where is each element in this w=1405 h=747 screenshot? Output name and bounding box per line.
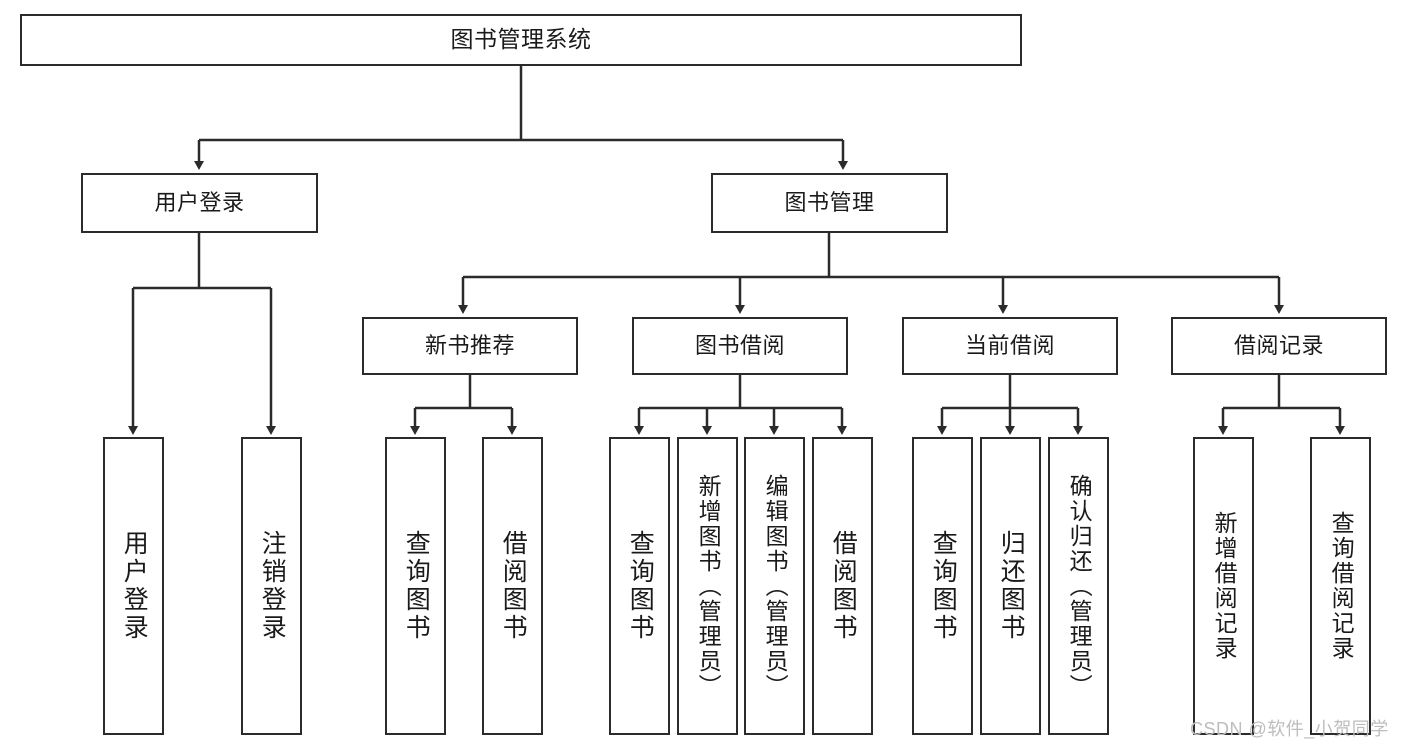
node-borrow-record-label: 借阅记录 [1233,332,1324,358]
node-user-login[interactable]: 用户登录 [81,173,318,233]
node-leaf-confirm-return[interactable]: 确认归还（管理员） [1048,437,1109,735]
node-current-borrow-label: 当前借阅 [964,332,1055,358]
node-borrow-record[interactable]: 借阅记录 [1171,317,1387,375]
node-leaf-borrow-book-1[interactable]: 借阅图书 [482,437,543,735]
node-leaf-query-book-1[interactable]: 查询图书 [385,437,446,735]
node-root[interactable]: 图书管理系统 [20,14,1022,66]
node-leaf-query-record[interactable]: 查询借阅记录 [1310,437,1371,735]
node-leaf-add-book-label: 新增图书（管理员） [695,473,722,699]
node-book-manage[interactable]: 图书管理 [711,173,948,233]
node-leaf-query-book-1-label: 查询图书 [402,530,431,642]
node-leaf-edit-book[interactable]: 编辑图书（管理员） [744,437,805,735]
node-leaf-user-logout-label: 注销登录 [258,530,287,642]
node-leaf-add-book[interactable]: 新增图书（管理员） [677,437,738,735]
node-leaf-add-record-label: 新增借阅记录 [1211,511,1238,661]
node-leaf-borrow-book-2-label: 借阅图书 [829,530,858,642]
watermark-csdn: CSDN @软件_小贺同学 [1190,719,1389,739]
node-new-book-recommend-label: 新书推荐 [424,332,515,358]
node-leaf-return-book[interactable]: 归还图书 [980,437,1041,735]
node-leaf-confirm-return-label: 确认归还（管理员） [1066,473,1093,699]
node-leaf-borrow-book-2[interactable]: 借阅图书 [812,437,873,735]
node-leaf-query-book-3[interactable]: 查询图书 [912,437,973,735]
node-root-label: 图书管理系统 [450,26,592,53]
node-leaf-edit-book-label: 编辑图书（管理员） [762,473,789,699]
node-leaf-query-record-label: 查询借阅记录 [1328,511,1355,661]
node-book-borrow-label: 图书借阅 [694,332,785,358]
node-leaf-add-record[interactable]: 新增借阅记录 [1193,437,1254,735]
node-leaf-return-book-label: 归还图书 [997,530,1026,642]
node-book-borrow[interactable]: 图书借阅 [632,317,848,375]
node-leaf-query-book-2-label: 查询图书 [626,530,655,642]
node-leaf-borrow-book-1-label: 借阅图书 [499,530,528,642]
node-book-manage-label: 图书管理 [784,189,875,215]
node-current-borrow[interactable]: 当前借阅 [902,317,1118,375]
node-user-login-label: 用户登录 [154,189,245,215]
node-leaf-user-login-label: 用户登录 [120,530,149,642]
node-leaf-query-book-3-label: 查询图书 [929,530,958,642]
node-new-book-recommend[interactable]: 新书推荐 [362,317,578,375]
node-leaf-query-book-2[interactable]: 查询图书 [609,437,670,735]
node-leaf-user-login[interactable]: 用户登录 [103,437,164,735]
node-leaf-user-logout[interactable]: 注销登录 [241,437,302,735]
